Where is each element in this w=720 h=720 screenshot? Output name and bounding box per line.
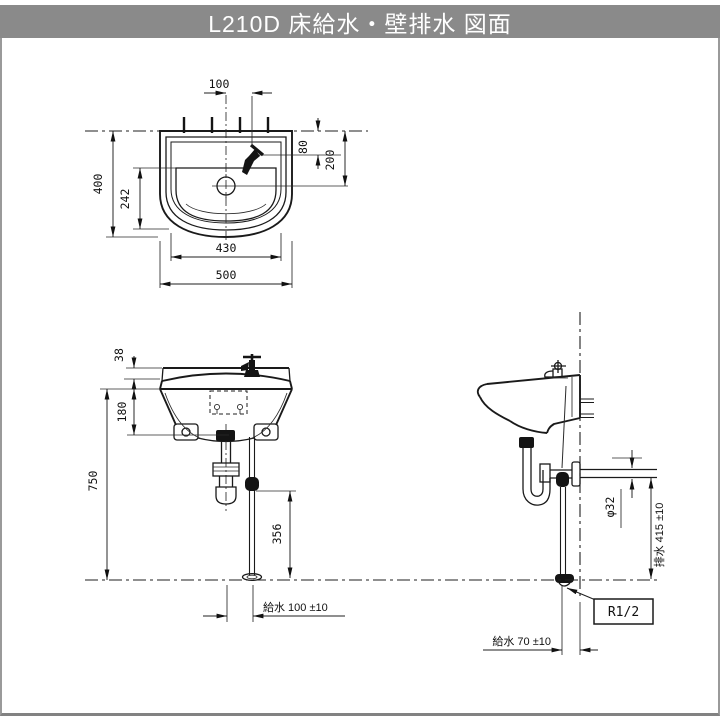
bolt-ticks bbox=[182, 117, 270, 133]
dim-height-750: 750 bbox=[86, 388, 160, 580]
dim-depth-400: 400 bbox=[91, 131, 158, 238]
dim-label-80: 80 bbox=[296, 140, 310, 154]
dim-label-drain-415: 排水 415 ±10 bbox=[652, 503, 666, 568]
side-supply-pipe bbox=[555, 385, 574, 587]
dim-label-38: 38 bbox=[112, 348, 126, 362]
dim-supply-riser-356: 356 bbox=[256, 490, 296, 578]
dim-faucet-pitch: 100 bbox=[204, 77, 272, 147]
supply-connection-callout: R1/2 bbox=[566, 587, 654, 625]
dim-rim-38: 38 bbox=[112, 348, 162, 391]
dim-label-supply-100: 給水 100 ±10 bbox=[263, 600, 328, 614]
dim-width-500: 500 bbox=[159, 241, 293, 288]
front-sink-body bbox=[159, 367, 293, 443]
page-title: L210D 床給水・壁排水 図面 bbox=[208, 10, 512, 37]
front-faucet bbox=[241, 354, 261, 377]
label-r12: R1/2 bbox=[608, 605, 639, 620]
dim-label-200: 200 bbox=[323, 150, 337, 171]
dim-drain-height: 排水 415 ±10 bbox=[648, 478, 666, 579]
dim-label-100: 100 bbox=[209, 77, 230, 91]
dim-label-430: 430 bbox=[216, 241, 237, 255]
dim-body-180: 180 bbox=[115, 389, 229, 436]
plan-drain bbox=[212, 174, 348, 198]
dim-label-180: 180 bbox=[115, 402, 129, 423]
faucet-handle bbox=[249, 143, 265, 157]
dim-label-supply-70: 給水 70 ±10 bbox=[492, 634, 551, 648]
dim-faucet-from-wall: 80 bbox=[296, 118, 321, 169]
side-faucet bbox=[544, 360, 568, 379]
dim-drain-dia: φ32 bbox=[603, 450, 642, 528]
dim-label-500: 500 bbox=[216, 268, 237, 282]
side-sink-profile bbox=[476, 374, 594, 434]
plan-view: 100 80 200 400 242 430 bbox=[85, 77, 368, 288]
mounting-bolts bbox=[580, 398, 594, 419]
dim-label-phi32: φ32 bbox=[603, 497, 617, 518]
dim-supply-offset-side: 給水 70 ±10 bbox=[483, 586, 598, 655]
dim-bowl-depth-242: 242 bbox=[118, 167, 176, 230]
front-supply-pipe bbox=[241, 437, 263, 582]
title-bar: L210D 床給水・壁排水 図面 bbox=[0, 5, 720, 38]
dim-label-400: 400 bbox=[91, 174, 105, 195]
dim-label-750: 750 bbox=[86, 471, 100, 492]
front-view: 38 180 750 356 給水 100 ±10 bbox=[86, 348, 345, 622]
drawing-frame bbox=[0, 38, 720, 716]
front-drain-trap bbox=[212, 424, 240, 511]
side-trap bbox=[519, 437, 657, 506]
dim-bowl-width-430: 430 bbox=[170, 233, 282, 261]
callout-box bbox=[593, 598, 654, 625]
dim-drain-from-wall: 200 bbox=[323, 131, 348, 186]
dim-supply-offset-front: 給水 100 ±10 bbox=[203, 585, 345, 622]
plan-faucet bbox=[242, 143, 341, 175]
dim-label-356: 356 bbox=[270, 524, 284, 545]
side-view: φ32 排水 415 ±10 R1/2 給水 70 ±10 bbox=[476, 312, 666, 655]
faucet-handle-front bbox=[243, 354, 261, 360]
dim-label-242: 242 bbox=[118, 189, 132, 210]
hidden-bracket bbox=[209, 390, 248, 415]
